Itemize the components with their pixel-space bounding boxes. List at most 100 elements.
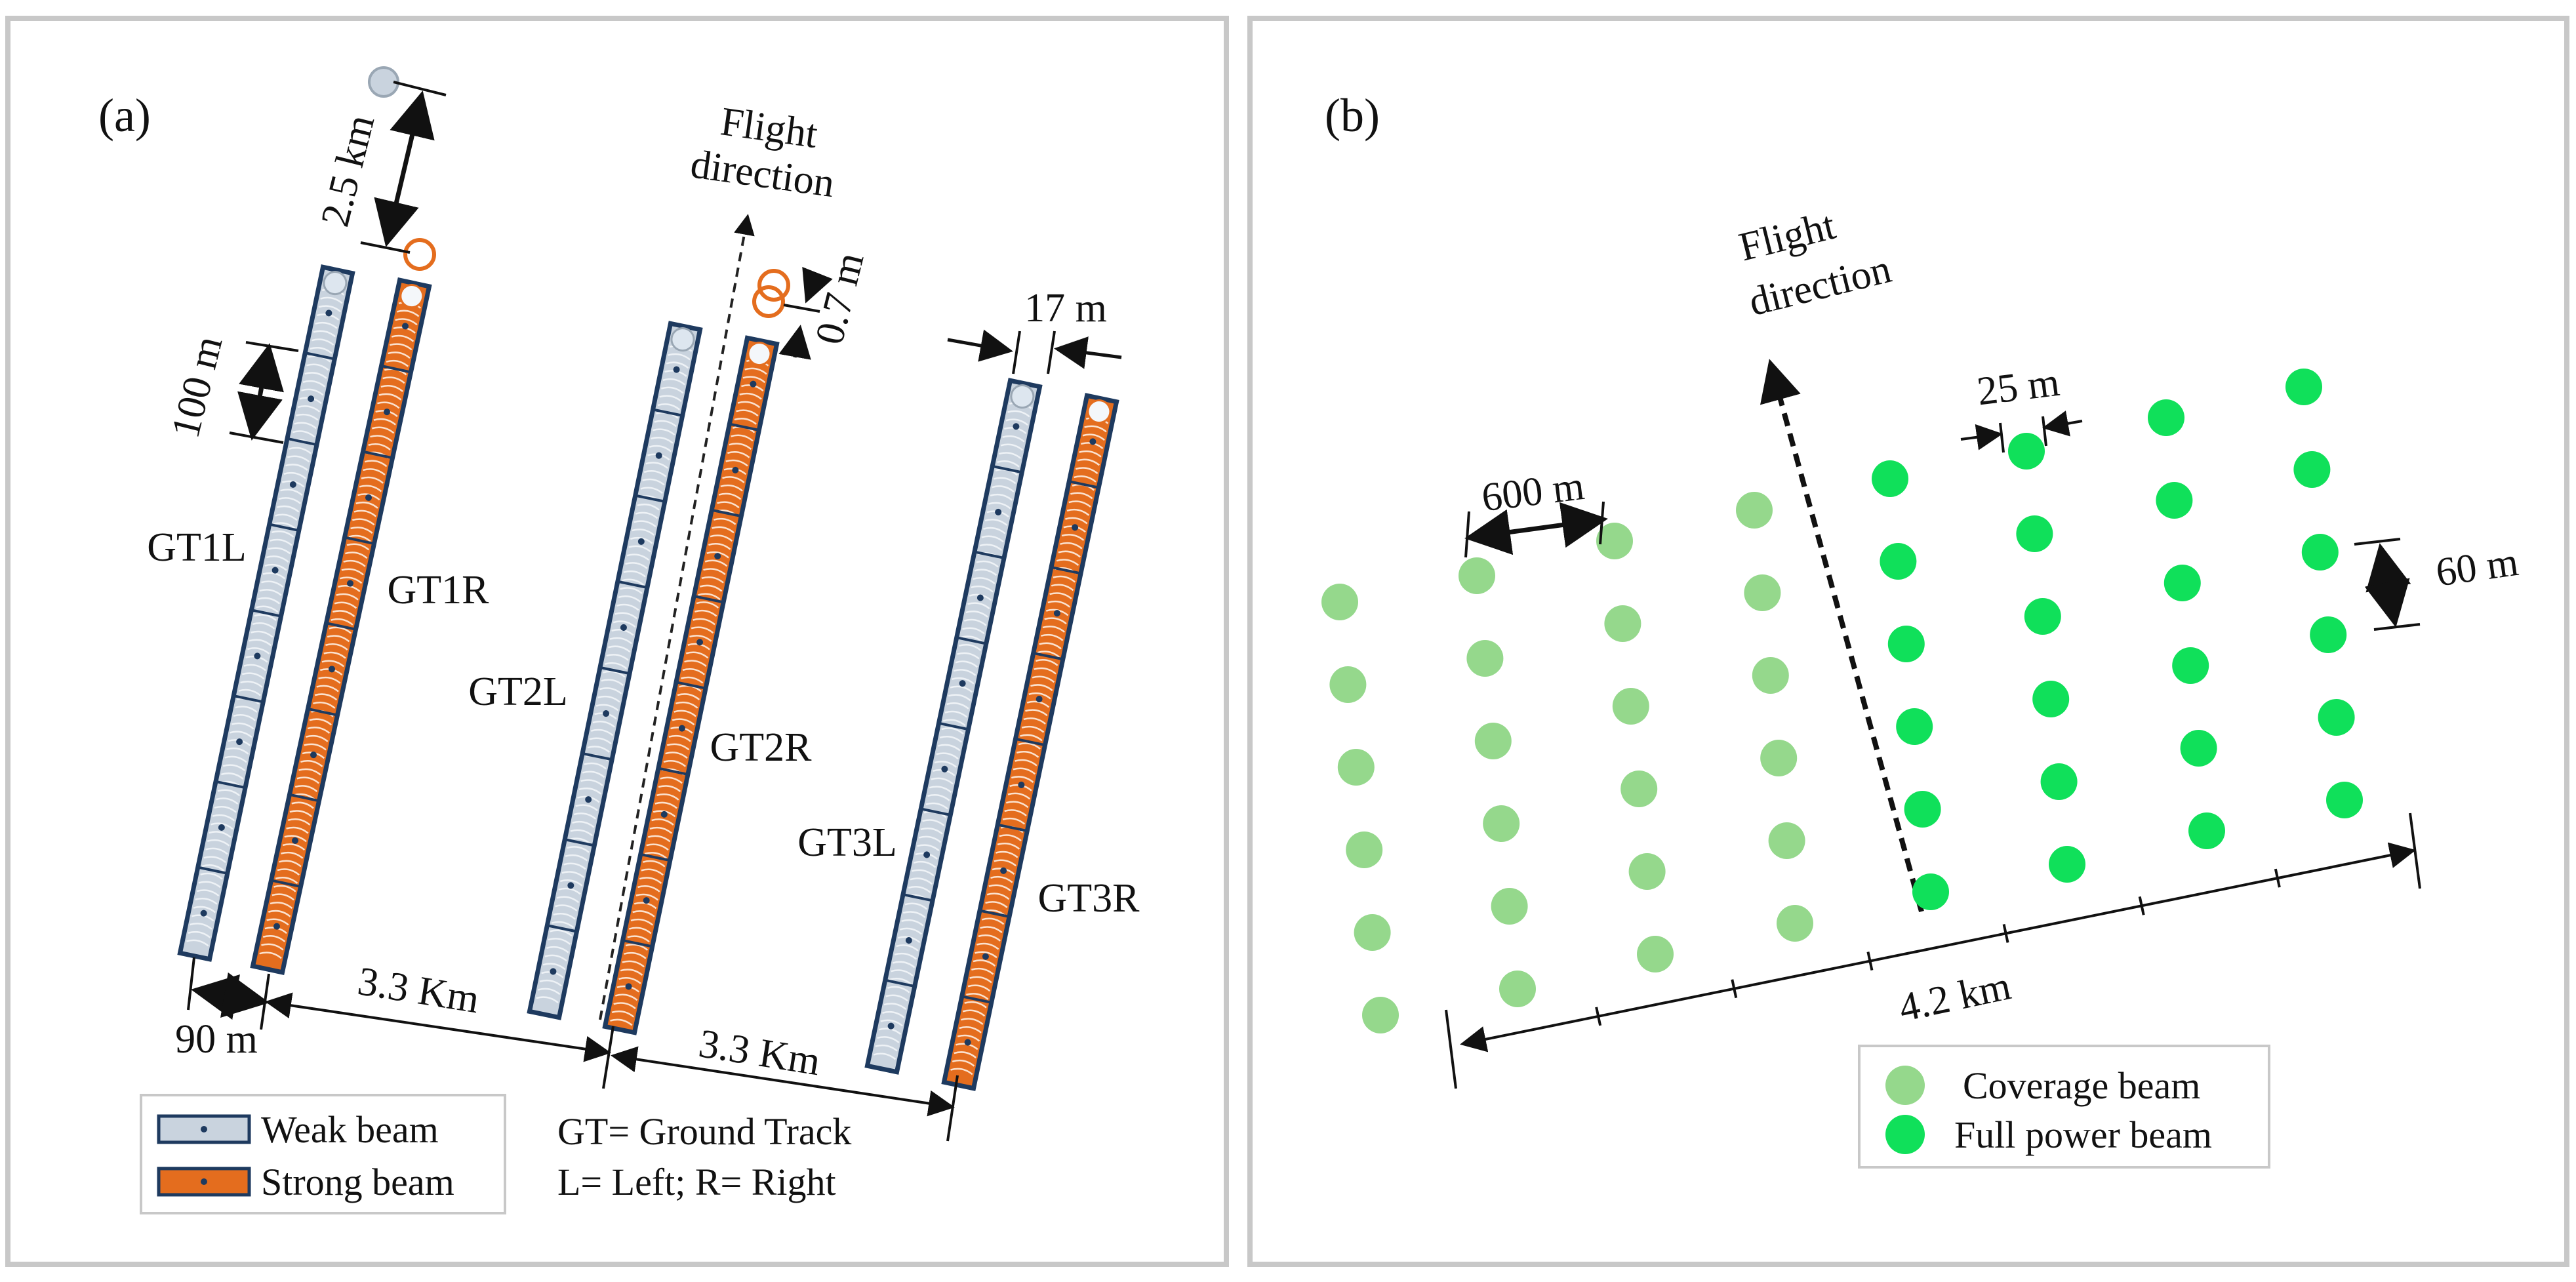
segment-dot [750, 380, 757, 388]
legend-weak-label: Weak beam [261, 1108, 439, 1151]
dim-footprint-ext [783, 304, 820, 313]
footprint-arc [188, 931, 211, 938]
full-power-beam [1904, 791, 1941, 828]
footprint-arc [561, 871, 584, 879]
segment-divider [902, 893, 933, 902]
footprint-arc [266, 918, 289, 926]
coverage-beam [1612, 688, 1649, 725]
footprint-arc [196, 889, 220, 897]
footprint-arc [221, 772, 244, 780]
footprint-arc [892, 961, 916, 969]
footprint-arc [1058, 550, 1081, 558]
footprint-arc [207, 839, 230, 847]
flight-direction-arrow-b [1760, 359, 1924, 913]
footprint-arc [969, 976, 992, 984]
segment-dot [923, 851, 931, 858]
footprint-arc [249, 639, 272, 647]
coverage-beam [1466, 640, 1504, 677]
segment-dot [959, 680, 966, 687]
footprint-arc [334, 601, 357, 609]
dim-spacing-ext-1 [1464, 511, 1470, 558]
footprint-arc [699, 584, 723, 592]
footprint-arc [934, 761, 957, 768]
footprint-arc [279, 860, 302, 868]
footprint-arc [1079, 450, 1102, 458]
footprint-arc [675, 701, 698, 709]
footprint-arc [217, 789, 241, 797]
segment-divider [381, 364, 411, 374]
full-power-beam [2318, 699, 2355, 736]
footprint-arc [701, 576, 724, 584]
footprint-arc [632, 910, 655, 917]
segment-dot [714, 553, 721, 560]
segment-divider [363, 450, 393, 460]
footprint-arc [331, 618, 353, 626]
footprint-arc [698, 593, 721, 601]
footprint-arc [329, 626, 352, 634]
footprint-arc [652, 428, 675, 436]
footprint-arc [910, 877, 933, 885]
full-power-beam [2293, 451, 2331, 488]
footprint-arc [938, 744, 961, 751]
footprint-arc [339, 576, 363, 584]
coverage-beam [1459, 557, 1495, 594]
footprint-arc [233, 714, 256, 721]
footprint-arc [666, 743, 690, 751]
footprint-arc [976, 560, 999, 568]
footprint-arc [266, 555, 289, 563]
footprint-arc [1013, 767, 1036, 775]
footprint-arc [680, 676, 704, 684]
leading-footprint [399, 284, 424, 309]
footprint-arc [622, 960, 645, 968]
footprint-arc [273, 885, 296, 892]
footprint-arc [637, 503, 660, 511]
footprint-arc [282, 843, 306, 851]
footprint-arc [582, 771, 605, 778]
beam-strip-gt1r [250, 277, 432, 975]
coverage-beam [1760, 740, 1798, 776]
coverage-beam [1321, 584, 1358, 620]
flight-direction-arrow [599, 214, 755, 1020]
track-label-gt3l: GT3L [797, 820, 897, 865]
footprint-arc [634, 520, 656, 528]
dim-footprint-label: 0.7 m [807, 248, 873, 348]
segment-dot [1036, 696, 1043, 703]
footprint-arc [1007, 792, 1031, 800]
panel-b-frame [1247, 16, 2569, 1267]
footprint-arc [252, 622, 275, 630]
leading-footprint [1087, 399, 1112, 424]
footprint-arc [558, 887, 581, 895]
legend-strong-label: Strong beam [261, 1161, 454, 1203]
track-label-gt1l: GT1L [147, 525, 247, 570]
footprint-arc [962, 627, 985, 635]
footprint-arc [186, 939, 209, 947]
footprint-arc [345, 551, 368, 559]
footprint-arc [984, 519, 1008, 526]
footprint-arc [737, 401, 761, 409]
beam-grid [1321, 369, 2363, 1033]
segment-dot [905, 937, 912, 944]
segment-dot [402, 323, 409, 330]
footprint-arc [243, 664, 266, 671]
footprint-arc [567, 846, 590, 853]
footprint-arc [287, 455, 310, 463]
footprint-arc [614, 612, 637, 620]
footprint-arc [696, 601, 719, 609]
footprint-arc [281, 851, 304, 859]
segment-divider [251, 609, 281, 618]
full-power-beam [1880, 543, 1917, 580]
footprint-arc [190, 923, 212, 930]
footprint-arc [626, 553, 650, 561]
footprint-arc [654, 420, 677, 428]
full-power-beam [2172, 647, 2209, 684]
footprint-arc [283, 471, 306, 479]
footprint-arc [1004, 809, 1027, 816]
footprint-arc [273, 522, 296, 530]
footprint-arc [398, 301, 422, 309]
footprint-arc [597, 695, 620, 703]
width-arrow [1460, 842, 2416, 1052]
dim-along-ext-1 [2354, 538, 2401, 546]
segment-dot [976, 594, 984, 601]
footprint-arc [994, 859, 1016, 867]
footprint-arc [980, 926, 1003, 934]
